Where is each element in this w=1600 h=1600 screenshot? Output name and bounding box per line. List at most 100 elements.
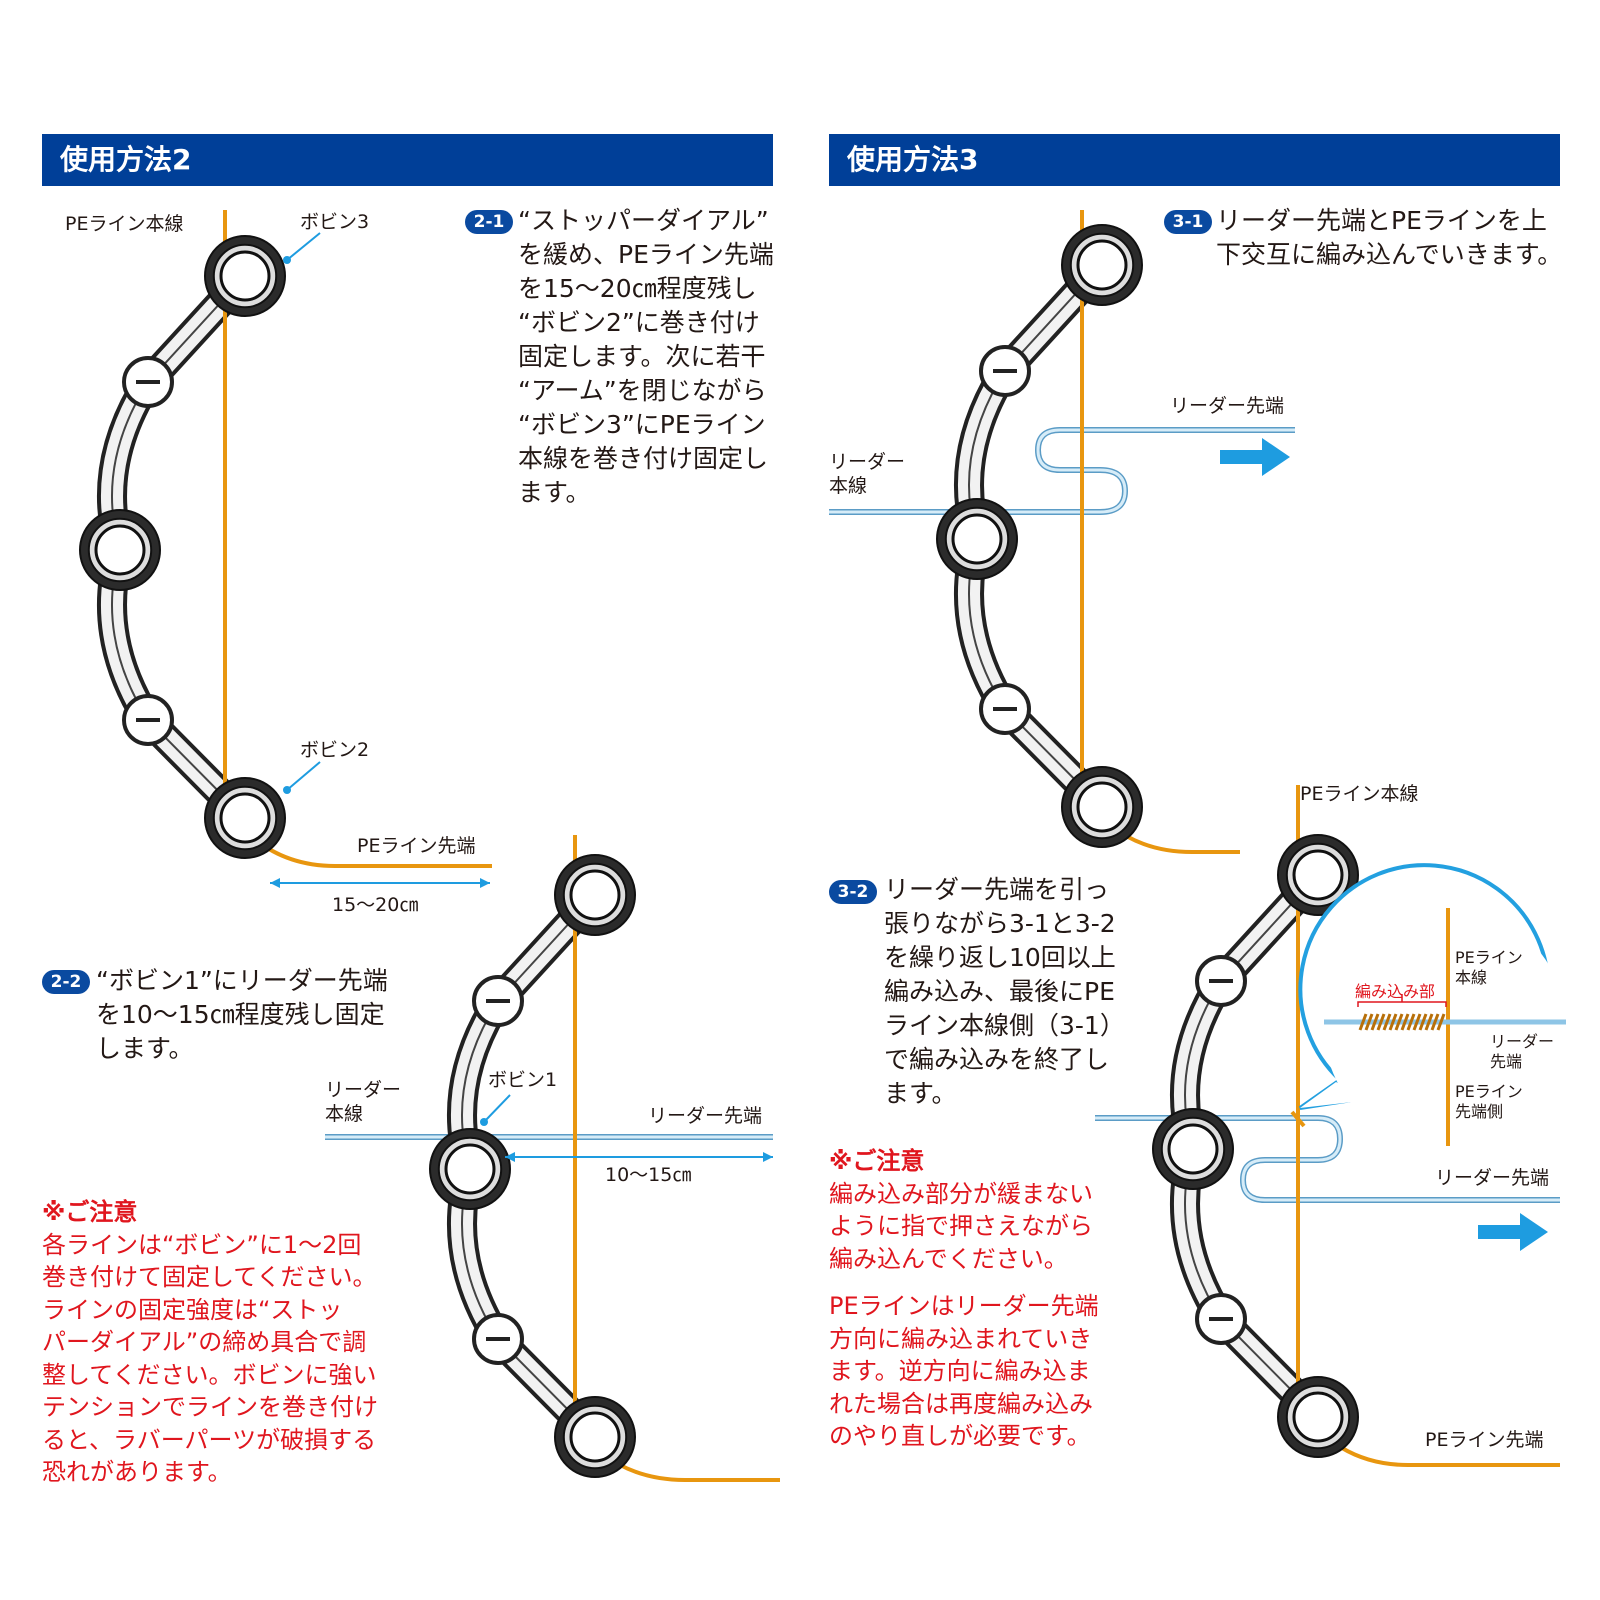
bobbin-1-hub (94, 524, 146, 576)
dimension-arrow-15-20-head-right (480, 878, 490, 888)
bobbin-1-hub (951, 513, 1003, 565)
pointer-bobbin-3-head (283, 256, 291, 264)
label-pe-tip: PEライン先端 (357, 835, 476, 857)
caution-note-1: ※ご注意 各ラインは“ボビン”に1〜2回 巻き付けて固定してください。 ラインの… (42, 1196, 378, 1489)
text-line: パーダイアル”の締め具合で調 (42, 1328, 367, 1356)
step-badge-3-2: 3-2 (829, 880, 877, 904)
braid-twist (1370, 1013, 1380, 1031)
text-line: のやり直しが必要です。 (829, 1422, 1091, 1450)
label-pe-main-line: PEライン本線 (1300, 783, 1419, 805)
label-bobbin-1: ボビン1 (488, 1069, 558, 1091)
braid-twist (1358, 1013, 1368, 1031)
caution-note-2: ※ご注意 編み込み部分が緩まない ように指で押さえながら 編み込んでください。 (829, 1145, 1093, 1275)
text-line: ます。 (884, 1079, 957, 1108)
text-line: ラインの固定強度は“ストッ (42, 1295, 343, 1324)
braid-bracket (1357, 994, 1447, 1007)
bobbin-1-hub (1167, 1123, 1219, 1175)
pull-arrow (1220, 438, 1290, 476)
callout-label-leader-tip: リーダー先端 (1490, 1032, 1554, 1072)
text-line: PEラインはリーダー先端 (829, 1292, 1099, 1320)
callout-tail-fill (1300, 1082, 1370, 1108)
bobbin-2-hub (1076, 781, 1128, 833)
text-line: ます。逆方向に編み込ま (829, 1357, 1091, 1385)
text-line: れた場合は再度編み込み (829, 1389, 1093, 1418)
braid-twist (1430, 1013, 1440, 1031)
text-line: 整してください。ボビンに強い (42, 1360, 377, 1389)
bobbin-2-hub (569, 1411, 621, 1463)
braid-twist (1436, 1013, 1446, 1031)
caution-title: ※ご注意 (42, 1198, 138, 1226)
callout-fill (1324, 906, 1566, 1148)
callout-label-pe-main: PEライン本線 (1455, 948, 1523, 988)
section-header-method-3: 使用方法3 (829, 134, 1560, 186)
bobbin-3-hub (1076, 239, 1128, 291)
text-line: 編み込んでください。 (829, 1244, 1068, 1273)
text-line: ライン本線側（3-1） (884, 1011, 1125, 1040)
text-line: “ストッパーダイアル” (518, 206, 769, 235)
section-header-method-2: 使用方法2 (42, 134, 773, 186)
text-line: 先端側 (1455, 1102, 1504, 1121)
text-line: “ボビン3”にPEライン (518, 410, 766, 439)
label-pe-tip: PEライン先端 (1425, 1429, 1544, 1451)
direction-note: PEラインはリーダー先端 方向に編み込まれていき ます。逆方向に編み込ま れた場… (829, 1290, 1099, 1453)
knot-mark (1290, 1110, 1306, 1128)
text-line: 本線 (829, 475, 868, 497)
braid-twist (1424, 1013, 1434, 1031)
text-line: 編み込み部分が緩まない (829, 1179, 1093, 1208)
braid-twist (1418, 1013, 1428, 1031)
label-leader-main-line: リーダー本線 (325, 1078, 401, 1126)
dimension-arrow-10-15-head-left (505, 1152, 515, 1162)
text-line: “ボビン1”にリーダー先端 (96, 966, 388, 995)
text-line: PEライン (1455, 1082, 1523, 1101)
text-line: 固定します。次に若干 (518, 342, 766, 371)
text-line: を15〜20㎝程度残し (518, 274, 757, 303)
text-line: 編み込み、最後にPE (884, 977, 1115, 1006)
braid-twist (1382, 1013, 1392, 1031)
bobbin-3-hub (569, 869, 621, 921)
braid-twist (1412, 1013, 1422, 1031)
text-line: リーダー (325, 1079, 402, 1101)
text-line: 本線 (1455, 968, 1488, 987)
callout-label-pe-tip-side: PEライン先端側 (1455, 1082, 1523, 1122)
dimension-arrow-10-15-head-right (763, 1152, 773, 1162)
dimension-arrow-15-20-head-left (270, 878, 280, 888)
label-bobbin-3: ボビン3 (300, 211, 370, 233)
braid-twist (1400, 1013, 1410, 1031)
text-line: 方向に編み込まれていき (829, 1324, 1093, 1353)
bobbin-2-hub (1292, 1391, 1344, 1443)
label-leader-tip: リーダー先端 (1170, 395, 1285, 417)
pointer-bobbin-3 (286, 232, 321, 261)
label-leader-main-line: リーダー本線 (829, 450, 905, 498)
step-2-1-text: “ストッパーダイアル” を緩め、PEライン先端 を15〜20㎝程度残し “ボビン… (518, 204, 774, 510)
step-2-2-text: “ボビン1”にリーダー先端 を10〜15㎝程度残し固定 します。 (96, 964, 388, 1066)
text-line: 本線 (325, 1103, 364, 1125)
text-line: を10〜15㎝程度残し固定 (96, 1000, 385, 1029)
step-3-1-text: リーダー先端とPEラインを上 下交互に編み込んでいきます。 (1216, 204, 1562, 272)
braid-twist (1376, 1013, 1386, 1031)
text-line: リーダー先端を引っ (884, 875, 1110, 904)
label-leader-tip: リーダー先端 (1435, 1167, 1550, 1189)
text-line: ように指で押さえながら (829, 1212, 1093, 1240)
step-badge-2-2: 2-2 (42, 970, 90, 994)
bobbin-2-hub (219, 792, 271, 844)
text-line: 各ラインは“ボビン”に1〜2回 (42, 1230, 362, 1259)
step-badge-2-1: 2-1 (465, 210, 513, 234)
text-line: リーダー (1490, 1032, 1555, 1051)
caution-title: ※ご注意 (829, 1147, 925, 1175)
pointer-bobbin-2 (286, 761, 321, 791)
text-line: 本線を巻き付け固定し (518, 444, 769, 473)
text-line: 恐れがあります。 (42, 1458, 232, 1486)
bobbin-3-hub (1292, 849, 1344, 901)
text-line: 下交互に編み込んでいきます。 (1216, 240, 1563, 269)
label-leader-tip: リーダー先端 (648, 1105, 763, 1127)
text-line: を繰り返し10回以上 (884, 943, 1116, 972)
braid-twist (1406, 1013, 1416, 1031)
text-line: “ボビン2”に巻き付け (518, 308, 760, 337)
label-dimension-15-20: 15〜20㎝ (332, 894, 419, 916)
label-dimension-10-15: 10〜15㎝ (605, 1164, 692, 1186)
braid-twist (1364, 1013, 1374, 1031)
step-3-2-text: リーダー先端を引っ 張りながら3-1と3-2 を繰り返し10回以上 編み込み、最… (884, 873, 1125, 1111)
text-line: します。 (96, 1034, 194, 1063)
text-line: ます。 (518, 478, 591, 507)
